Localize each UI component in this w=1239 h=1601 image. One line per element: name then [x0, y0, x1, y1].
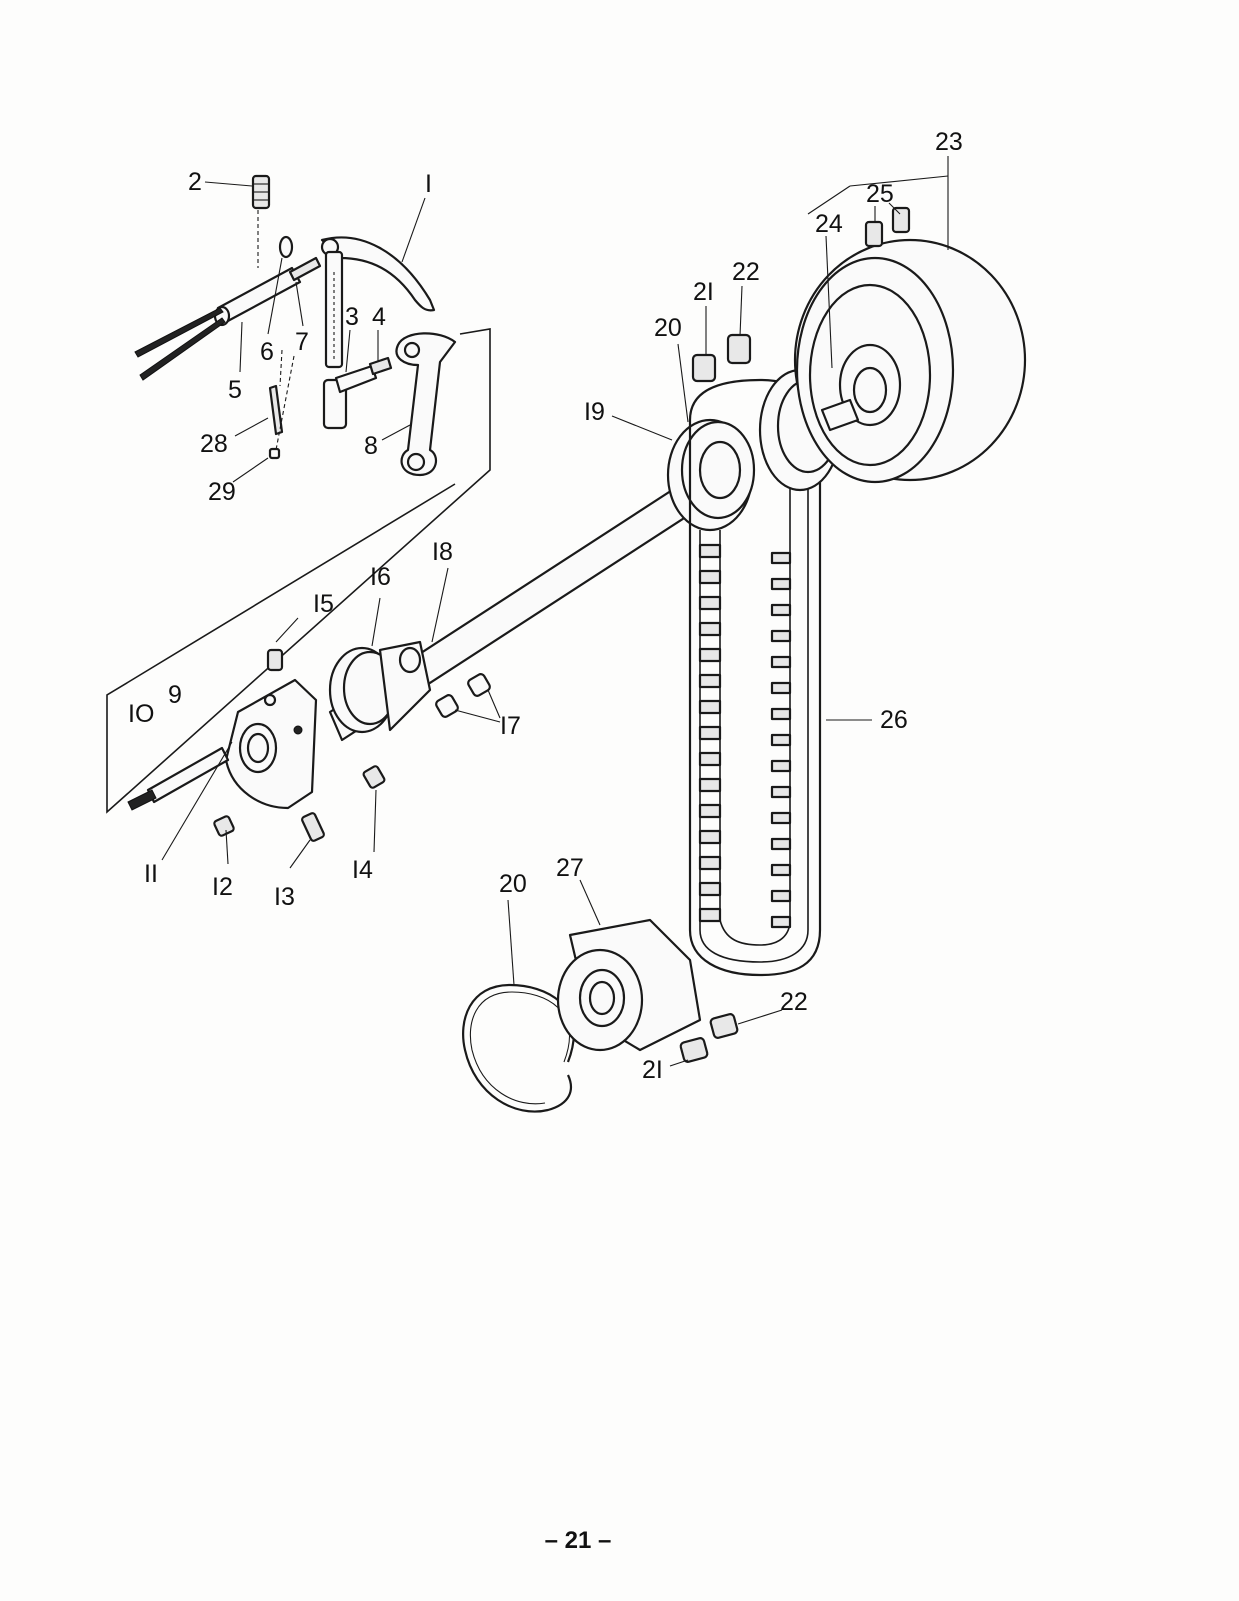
belt-tooth: [770, 915, 792, 929]
part-27-sprocket: [556, 918, 702, 1052]
part-15-screw: [266, 648, 284, 672]
part-21-screw-lower: [679, 1037, 709, 1063]
belt-tooth: [698, 829, 722, 845]
belt-tooth: [770, 811, 792, 825]
callout-16: I6: [370, 563, 391, 591]
callout-15: I5: [313, 590, 334, 618]
callout-14: I4: [352, 856, 373, 884]
belt-tooth: [698, 751, 722, 767]
belt-tooth: [770, 785, 792, 799]
leader-lines: [161, 156, 949, 1067]
callout-28: 28: [200, 430, 228, 458]
callout-27: 27: [556, 854, 584, 882]
callout-8: 8: [364, 432, 378, 460]
belt-tooth: [698, 855, 722, 871]
callout-2: 2: [188, 168, 202, 196]
callout-10: IO: [128, 700, 154, 728]
part-6-washer: [278, 235, 294, 259]
belt-tooth: [698, 803, 722, 819]
callout-25: 25: [866, 180, 894, 208]
part-2-screw: [251, 174, 271, 210]
part-4-screw: [368, 356, 393, 376]
belt-tooth: [698, 777, 722, 793]
part-10-screw: [127, 789, 157, 811]
callout-11: II: [144, 860, 158, 888]
belt-tooth: [770, 577, 792, 591]
callout-17: I7: [500, 712, 521, 740]
belt-tooth: [770, 837, 792, 851]
part-29-ball: [268, 447, 281, 460]
part-28-spring: [268, 384, 284, 436]
callout-20-upper: 20: [654, 314, 682, 342]
belt-tooth: [770, 707, 792, 721]
callout-9: 9: [168, 681, 182, 709]
callout-22-lower: 22: [780, 988, 808, 1016]
callout-5: 5: [228, 376, 242, 404]
part-21-screw-upper: [691, 353, 717, 383]
belt-tooth: [770, 603, 792, 617]
belt-tooth: [770, 733, 792, 747]
belt-tooth: [698, 543, 722, 559]
part-5-shaft: [134, 266, 302, 381]
part-23-handwheel: [793, 238, 1027, 484]
part-1-lever: [320, 236, 436, 369]
part-22-screw-upper: [726, 333, 752, 365]
part-22-screw-lower: [709, 1013, 739, 1039]
callout-26: 26: [880, 706, 908, 734]
belt-tooth: [698, 907, 722, 923]
callout-19: I9: [584, 398, 605, 426]
callout-7: 7: [295, 328, 309, 356]
callout-13: I3: [274, 883, 295, 911]
part-17-screws: [435, 673, 491, 718]
callout-21-lower: 2I: [642, 1056, 663, 1084]
callout-21-upper: 2I: [693, 278, 714, 306]
part-13-screw: [301, 812, 325, 842]
callout-29: 29: [208, 478, 236, 506]
belt-tooth: [698, 621, 722, 637]
part-16-collar: [328, 640, 432, 734]
belt-tooth: [770, 655, 792, 669]
part-11-crank: [224, 678, 318, 810]
belt-tooth: [770, 889, 792, 903]
part-14-screw: [362, 765, 386, 789]
belt-tooth: [698, 881, 722, 897]
belt-tooth: [770, 629, 792, 643]
subassembly-boundary: [106, 328, 491, 814]
callout-6: 6: [260, 338, 274, 366]
part-9-shaft: [146, 746, 230, 804]
belt-tooth: [770, 759, 792, 773]
part-12-screw: [213, 815, 235, 837]
part-26-timing-belt: [688, 378, 822, 977]
part-3-block: [322, 364, 378, 430]
callout-20-lower: 20: [499, 870, 527, 898]
belt-tooth: [698, 673, 722, 689]
belt-tooth: [698, 595, 722, 611]
callout-23: 23: [935, 128, 963, 156]
belt-tooth: [698, 647, 722, 663]
belt-teeth: [698, 543, 792, 929]
part-19-sprocket: [666, 418, 756, 532]
callout-3: 3: [345, 303, 359, 331]
part-8-link: [395, 332, 457, 477]
part-7-pin: [288, 256, 322, 282]
belt-tooth: [770, 863, 792, 877]
page-number: – 21 –: [545, 1527, 612, 1554]
callout-1: I: [425, 170, 432, 198]
belt-tooth: [770, 551, 792, 565]
belt-tooth: [770, 681, 792, 695]
belt-tooth: [698, 569, 722, 585]
callout-22-upper: 22: [732, 258, 760, 286]
callout-labels: I 2 3 4 5 6 7 8 9 IO II I2 I3 I4 I5 I6 I…: [128, 128, 963, 1084]
callout-24: 24: [815, 210, 843, 238]
callout-4: 4: [372, 303, 386, 331]
callout-18: I8: [432, 538, 453, 566]
part-25-screws: [864, 206, 911, 248]
callout-12: I2: [212, 873, 233, 901]
belt-tooth: [698, 699, 722, 715]
belt-tooth: [698, 725, 722, 741]
